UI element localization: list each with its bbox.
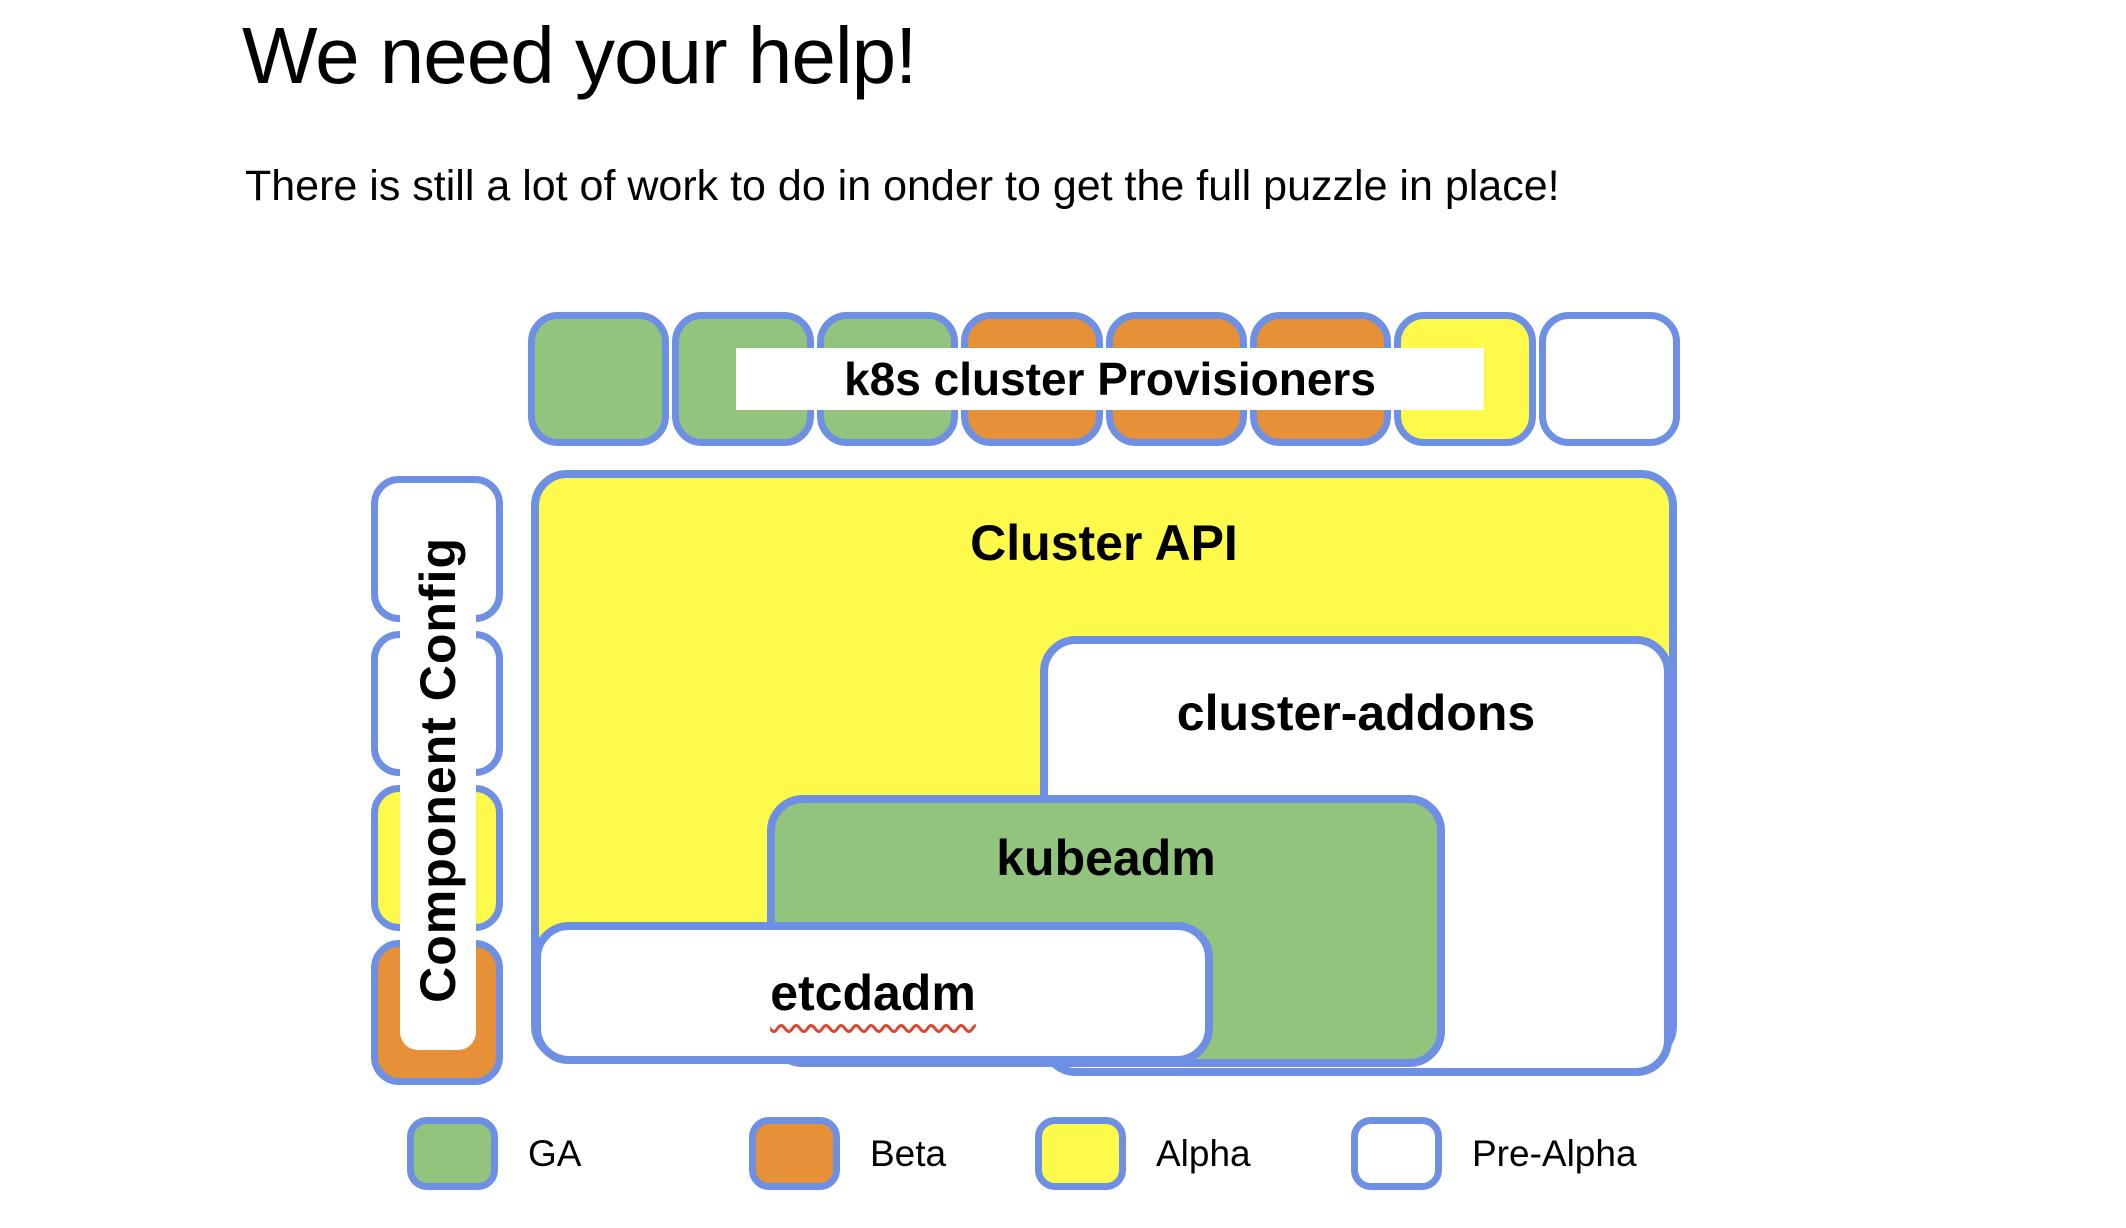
legend-label: GA (528, 1132, 582, 1174)
legend-label: Beta (870, 1132, 947, 1174)
box-etcdadm-label: etcdadm (770, 965, 976, 1021)
legend-swatch-beta (749, 1117, 840, 1190)
legend-swatch-prealpha (1351, 1117, 1442, 1190)
provisioners-label-text: k8s cluster Provisioners (844, 353, 1376, 405)
component-config-label-box: Component Config (400, 490, 476, 1050)
provisioner-cell (1538, 312, 1680, 446)
box-etcdadm: etcdadm (533, 922, 1213, 1064)
legend-label: Alpha (1156, 1132, 1251, 1174)
legend-label: Pre-Alpha (1472, 1132, 1637, 1174)
box-kubeadm-label: kubeadm (996, 830, 1216, 886)
box-cluster-api-label: Cluster API (970, 515, 1238, 571)
legend-item: GA (407, 1117, 581, 1190)
provisioner-cell (528, 312, 670, 446)
page-subtitle: There is still a lot of work to do in on… (245, 162, 1560, 210)
provisioners-label: k8s cluster Provisioners (736, 348, 1484, 410)
legend-swatch-ga (407, 1117, 498, 1190)
legend-swatch-alpha (1035, 1117, 1126, 1190)
legend-item: Beta (749, 1117, 946, 1190)
legend-item: Alpha (1035, 1117, 1251, 1190)
page-title: We need your help! (242, 11, 917, 100)
legend-item: Pre-Alpha (1351, 1117, 1637, 1190)
box-cluster-addons-label: cluster-addons (1176, 685, 1536, 741)
component-config-label: Component Config (410, 537, 466, 1003)
